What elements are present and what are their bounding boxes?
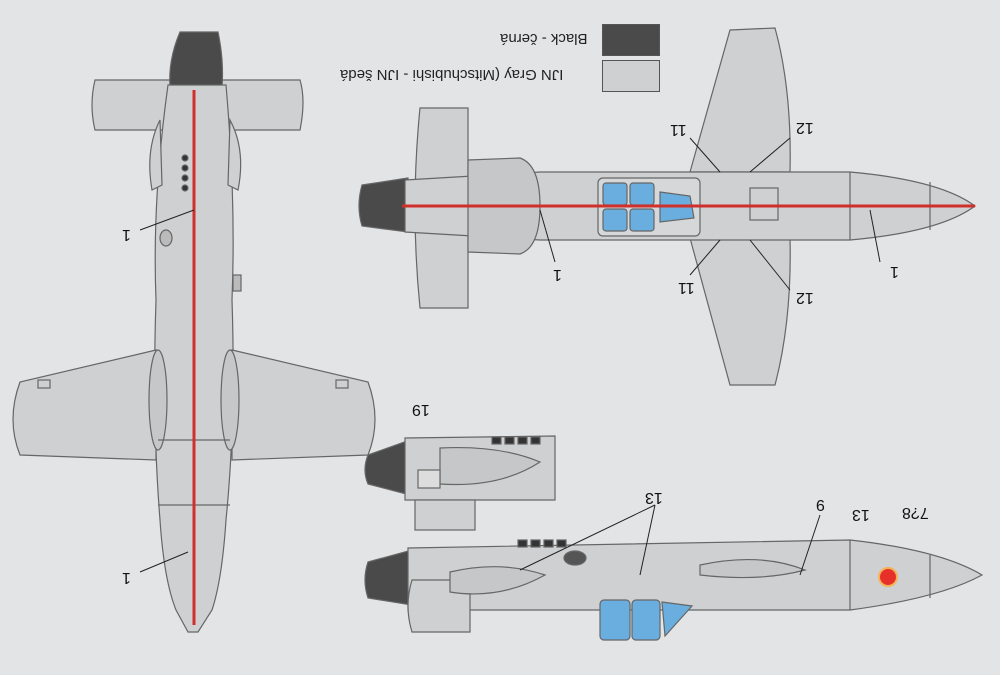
leader-lines xyxy=(139,137,881,576)
wing xyxy=(12,349,157,461)
callout-12: 12 xyxy=(796,289,814,306)
engine-pod-left xyxy=(149,119,163,191)
callout-19: 19 xyxy=(412,401,430,418)
callout-12: 12 xyxy=(796,119,814,136)
callout-9: 9 xyxy=(816,496,825,513)
roundel-marking xyxy=(878,567,898,587)
callout-11: 11 xyxy=(678,279,695,296)
callout-1: 1 xyxy=(890,263,899,280)
callout-1: 1 xyxy=(122,226,131,243)
side-view-aircraft xyxy=(364,539,984,641)
wing xyxy=(689,237,791,386)
side-view-partial xyxy=(364,435,556,531)
engine-pod-right xyxy=(227,117,242,191)
canopy-window xyxy=(629,182,655,206)
legend-swatch-gray xyxy=(602,60,660,92)
canopy-window xyxy=(629,208,655,232)
callout-13: 13 xyxy=(852,506,870,523)
exhaust-tip xyxy=(358,177,409,233)
canopy-window xyxy=(602,208,628,232)
callout-1: 1 xyxy=(553,266,562,283)
legend-label-gray: IJN Gray (Mitschubishi - IJN šedá xyxy=(340,66,564,83)
wing xyxy=(231,349,376,461)
callout-13: 13 xyxy=(645,489,663,506)
legend-label-black: Black - černá xyxy=(500,30,588,47)
callout-11: 11 xyxy=(670,121,687,138)
callout-1: 1 xyxy=(122,569,131,586)
canopy-window xyxy=(602,182,628,206)
callout-7-8: 7?8 xyxy=(902,504,929,521)
legend-swatch-black xyxy=(602,24,660,56)
exhaust-tip xyxy=(169,31,224,89)
